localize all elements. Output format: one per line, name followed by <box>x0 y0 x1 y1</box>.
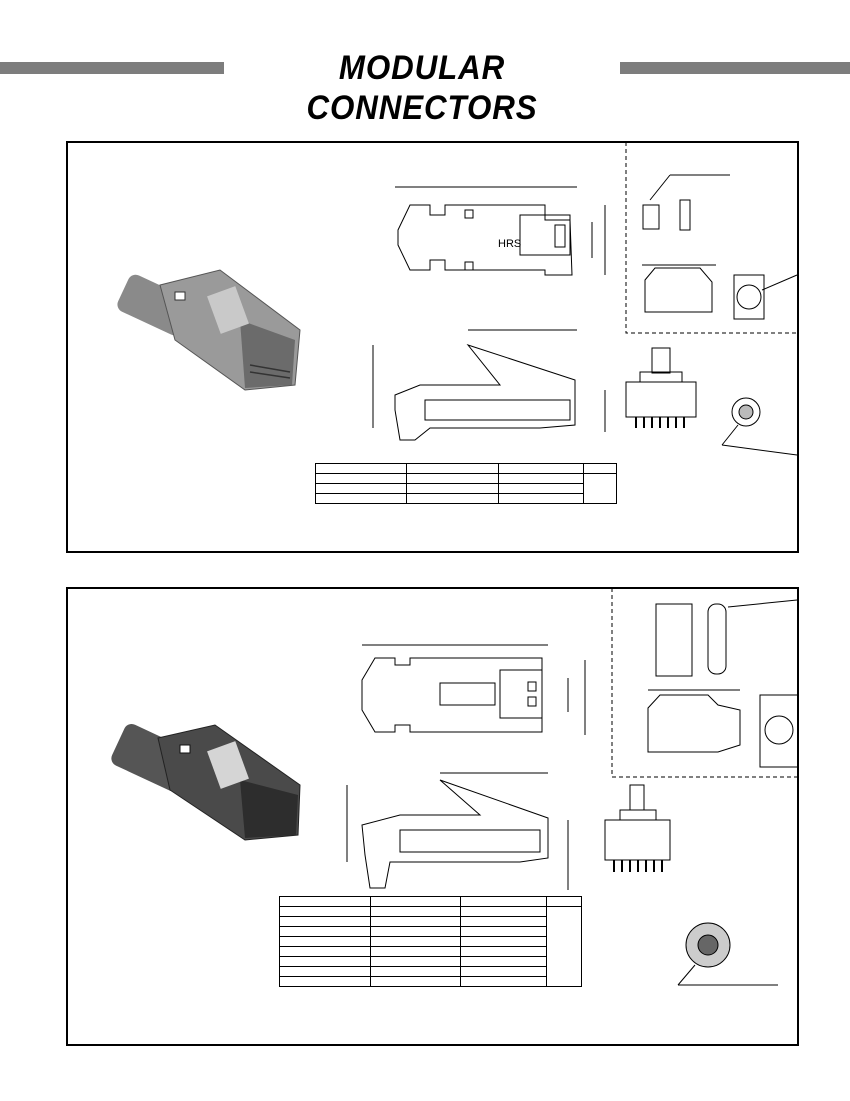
title-bar-right <box>620 62 850 74</box>
connector-photo-2 <box>111 724 301 841</box>
dashed-region <box>625 142 799 334</box>
dashed-region-2 <box>611 588 799 778</box>
front-view-drawing-2 <box>604 784 671 872</box>
hrs-logo-label: HRS <box>498 238 521 250</box>
top-view-drawing-2 <box>361 644 586 735</box>
product-panel-1 <box>66 141 799 553</box>
connector-photo-1 <box>117 269 301 391</box>
side-view-drawing-2 <box>346 772 569 890</box>
cable-cross-section-2 <box>677 922 778 986</box>
spec-table-1 <box>314 463 618 504</box>
cable-cross-section-1 <box>721 397 798 456</box>
detail-drawings-2 <box>647 599 799 768</box>
top-view-drawing-1: HRS <box>395 186 606 276</box>
page-title: MODULAR CONNECTORS <box>306 49 538 127</box>
detail-drawings-1 <box>642 174 798 320</box>
spec-table-2 <box>278 896 583 987</box>
title-bar-left <box>0 62 224 74</box>
front-view-drawing-1 <box>625 347 697 428</box>
product-panel-2 <box>66 587 799 1046</box>
side-view-drawing-1 <box>372 329 606 441</box>
